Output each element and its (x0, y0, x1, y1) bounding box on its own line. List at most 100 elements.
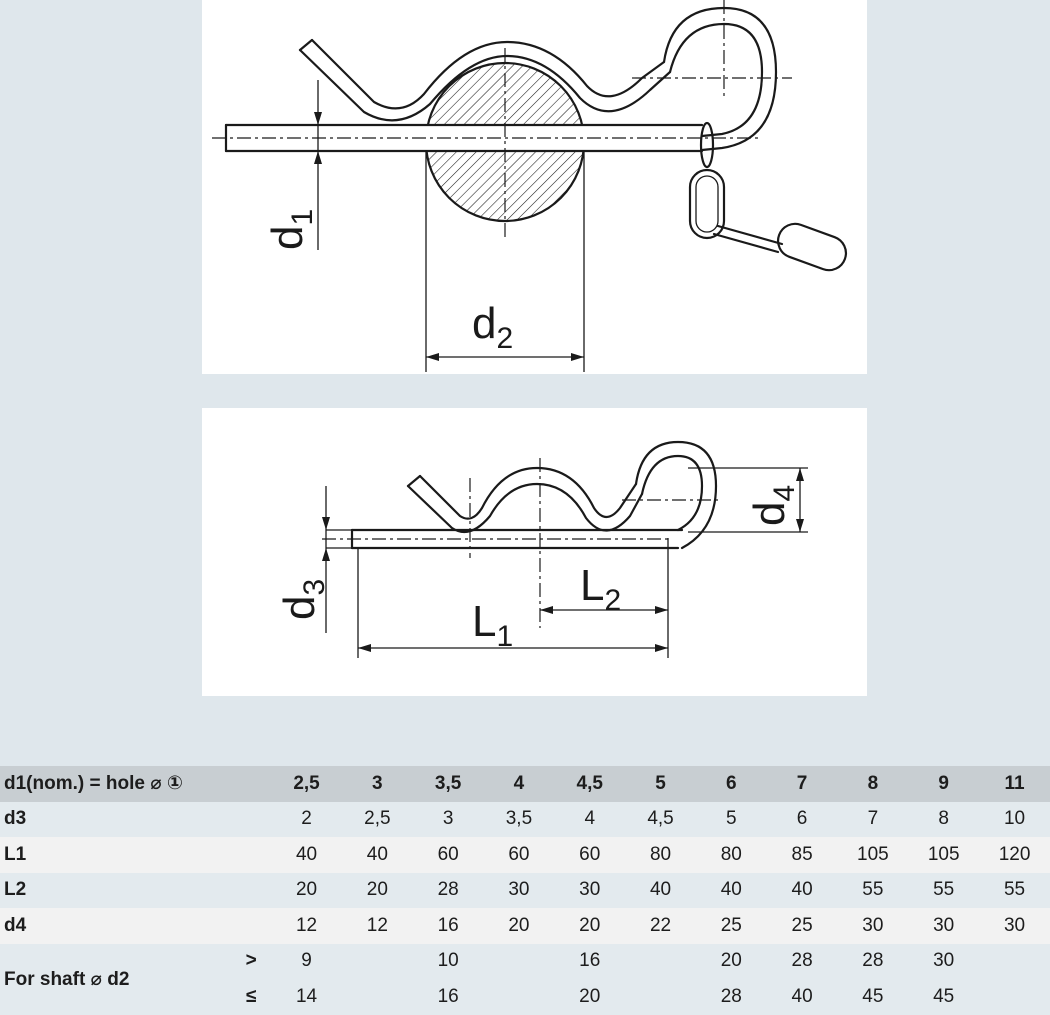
table-cell: 16 (437, 914, 459, 936)
header-cell: 3,5 (434, 772, 462, 794)
table-cell: 20 (579, 914, 601, 936)
table-cell: 4 (584, 808, 596, 830)
table-cell: 20 (579, 985, 601, 1007)
table-cell: 85 (791, 843, 813, 865)
table-cell (342, 944, 413, 980)
table-cell: 60 (508, 843, 530, 865)
table-cell: 22 (649, 914, 672, 936)
table-cell: 28 (862, 950, 884, 972)
table-cell (484, 979, 555, 1015)
L1-label: L1 (472, 597, 513, 653)
table-cell: 40 (649, 879, 672, 901)
header-cell: 2,5 (293, 772, 320, 794)
table-row-d3: d3 2 2,5 3 3,5 4 4,5 5 6 7 8 10 (0, 801, 1050, 837)
table-cell: 30 (933, 950, 955, 972)
table-cell: 25 (791, 914, 813, 936)
table-cell: 20 (295, 879, 318, 901)
table-cell: 55 (933, 879, 955, 901)
table-cell: 30 (933, 914, 955, 936)
table-cell: 6 (796, 808, 808, 830)
table-cell: 40 (791, 879, 813, 901)
d4-label: d4 (745, 485, 801, 526)
header-cell: 4 (513, 772, 525, 794)
table-header-row: d1(nom.) = hole ⌀ ① 2,5 3 3,5 4 4,5 5 6 … (0, 766, 1050, 802)
header-cell: 6 (726, 772, 737, 794)
table-cell: 55 (1003, 879, 1026, 901)
d1-label: d1 (263, 209, 319, 250)
table-cell (979, 944, 1050, 980)
table-cell: 8 (938, 808, 949, 830)
row-label: L2 (4, 879, 27, 901)
table-cell: 55 (862, 879, 884, 901)
dimension-table: d1(nom.) = hole ⌀ ① 2,5 3 3,5 4 4,5 5 6 … (0, 766, 1050, 1015)
pin-dimension-drawing: d3 d4 L2 L1 (275, 440, 808, 658)
table-cell: 28 (437, 879, 459, 901)
table-cell (625, 944, 696, 980)
header-cell: 3 (372, 772, 383, 794)
table-cell: 30 (579, 879, 601, 901)
installed-pin-drawing: d1 d2 (212, 0, 848, 372)
table-cell (342, 979, 413, 1015)
table-cell (484, 944, 555, 980)
greater-than-symbol: > (245, 950, 257, 972)
header-cell: 9 (938, 772, 949, 794)
table-cell: 9 (301, 950, 312, 972)
table-cell: 30 (508, 879, 530, 901)
table-cell: 40 (791, 985, 813, 1007)
table-cell: 7 (867, 808, 879, 830)
header-cell: 8 (867, 772, 879, 794)
d3-label: d3 (275, 579, 331, 620)
table-cell: 105 (857, 843, 889, 865)
table-cell: 45 (862, 985, 884, 1007)
table-cell: 60 (437, 843, 459, 865)
row-label: d4 (4, 914, 27, 936)
header-cell: 4,5 (576, 772, 603, 794)
table-cell: 105 (927, 843, 960, 865)
table-cell: 120 (998, 843, 1031, 865)
table-row-shaft-min: For shaft ⌀ d2 > 9 10 16 20 28 28 30 (0, 943, 1050, 990)
table-cell: 45 (933, 985, 955, 1007)
table-cell (625, 979, 696, 1015)
table-cell: 3,5 (505, 808, 533, 830)
header-cell: 5 (655, 772, 666, 794)
table-cell: 5 (726, 808, 737, 830)
table-cell: 14 (295, 985, 318, 1007)
table-cell: 20 (720, 950, 742, 972)
table-cell: 4,5 (647, 808, 674, 830)
table-cell: 3 (442, 808, 454, 830)
table-cell: 2 (301, 808, 312, 830)
table-cell: 25 (720, 914, 742, 936)
table-row-L2: L2 20 20 28 30 30 40 40 40 55 55 55 (0, 872, 1050, 908)
table-cell: 20 (366, 879, 388, 901)
row-label: d3 (4, 808, 27, 830)
table-cell: 12 (366, 914, 388, 936)
table-row-d4: d4 12 12 16 20 20 22 25 25 30 30 30 (0, 908, 1050, 944)
table-row-L1: L1 40 40 60 60 60 80 80 85 105 105 120 (0, 837, 1050, 873)
table-cell: 28 (720, 985, 742, 1007)
table-cell: 16 (579, 950, 601, 972)
table-cell: 12 (295, 914, 318, 936)
header-cell: 11 (1004, 772, 1025, 794)
table-cell: 10 (437, 950, 459, 972)
figure-installed-view: d1 d2 (202, 0, 867, 374)
table-cell: 80 (649, 843, 672, 865)
table-cell: 28 (791, 950, 813, 972)
table-cell: 60 (579, 843, 601, 865)
table-cell: 10 (1003, 808, 1026, 830)
table-cell: 40 (366, 843, 388, 865)
less-or-equal-symbol: ≤ (245, 985, 257, 1007)
row-label: L1 (4, 843, 27, 865)
L2-label: L2 (580, 561, 621, 617)
figure-pin-dimensions: d3 d4 L2 L1 (202, 408, 867, 696)
table-cell: 16 (437, 985, 459, 1007)
table-cell (979, 979, 1050, 1015)
table-cell: 2,5 (364, 808, 391, 830)
header-label: d1(nom.) = hole ⌀ ① (4, 773, 184, 795)
header-cell: 7 (796, 772, 808, 794)
table-cell: 80 (720, 843, 742, 865)
table-cell: 30 (1003, 914, 1026, 936)
d2-label: d2 (472, 299, 513, 355)
table-cell: 20 (508, 914, 530, 936)
table-cell: 40 (295, 843, 318, 865)
table-cell: 40 (720, 879, 742, 901)
